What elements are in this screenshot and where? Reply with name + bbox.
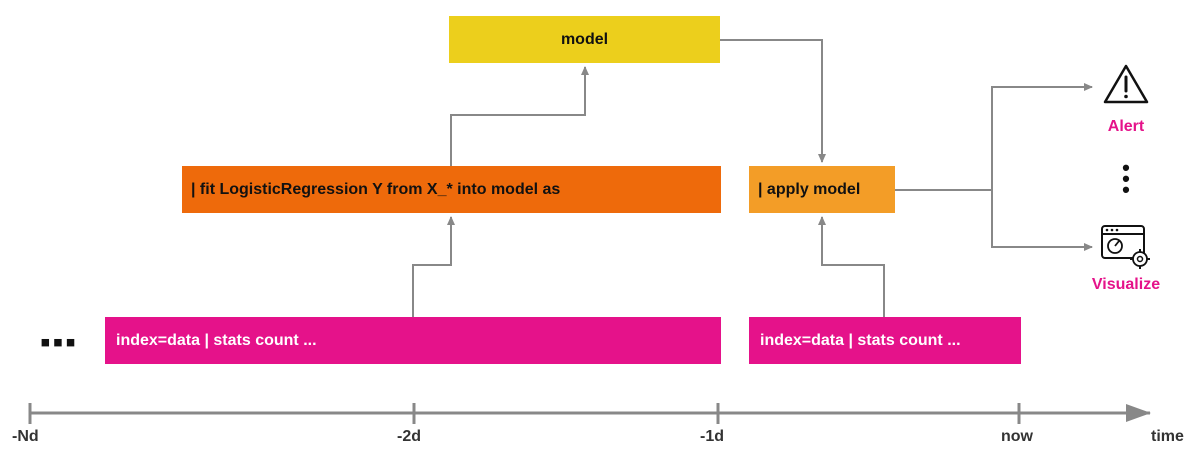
connector-to-alert	[991, 83, 1093, 190]
search-box-now: index=data | stats count ...	[749, 317, 1021, 364]
model-box-label: model	[560, 30, 609, 48]
tick-label-minus-2d: -2d	[397, 428, 421, 445]
connector-search-to-fit	[412, 216, 455, 317]
visualize-label: Visualize	[1091, 276, 1161, 293]
dashboard-settings-icon	[1101, 225, 1150, 269]
apply-command-label: | apply model	[758, 180, 861, 198]
apply-command-box: | apply model	[749, 166, 895, 213]
connector-to-visualize	[991, 190, 1093, 251]
alert-label: Alert	[1107, 118, 1145, 135]
connector-search-to-apply	[818, 216, 885, 317]
connector-model-to-apply	[720, 39, 826, 163]
timeline-axis	[28, 403, 1151, 424]
ellipsis-left: ▪▪▪	[40, 326, 78, 359]
connector-fit-to-model	[450, 66, 589, 166]
search-now-label: index=data | stats count ...	[760, 331, 961, 349]
model-box: model	[449, 16, 720, 63]
tick-label-minus-nd: -Nd	[12, 428, 39, 445]
timeline-axis-label: time	[1151, 428, 1184, 445]
more-outputs-ellipsis: • • •	[1122, 155, 1130, 202]
fit-command-box: | fit LogisticRegression Y from X_* into…	[182, 166, 721, 213]
tick-label-now: now	[1001, 428, 1033, 445]
warning-triangle-icon	[1103, 64, 1149, 104]
tick-label-minus-1d: -1d	[700, 428, 724, 445]
search-box-past: index=data | stats count ...	[105, 317, 721, 364]
fit-command-label: | fit LogisticRegression Y from X_* into…	[191, 180, 561, 198]
search-past-label: index=data | stats count ...	[116, 331, 317, 349]
